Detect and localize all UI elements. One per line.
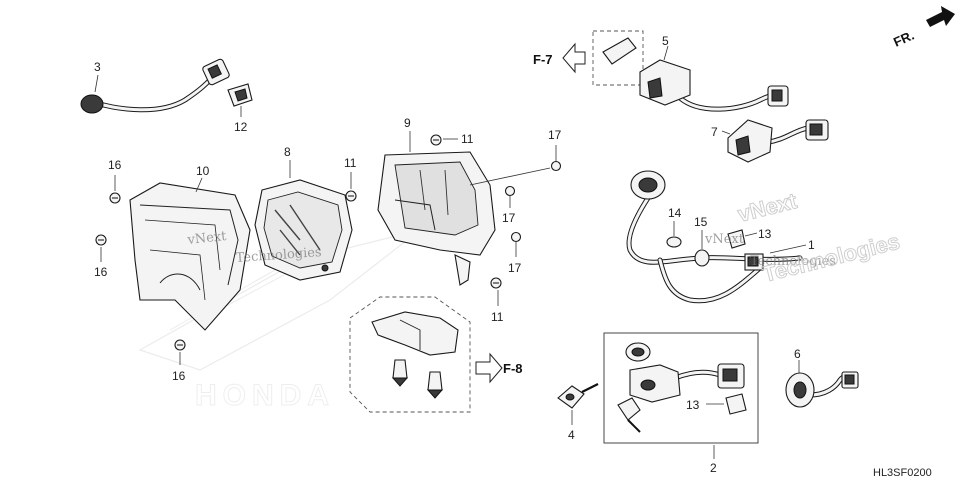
- callout-14: 14: [668, 206, 682, 220]
- callout-16-b: 16: [94, 265, 108, 279]
- watermark-right-2: Technologies: [750, 254, 836, 269]
- f7-group: [592, 30, 644, 86]
- screw-17-a: [550, 160, 562, 172]
- screw-16-a: [109, 192, 121, 204]
- callout-11-b: 11: [461, 132, 474, 146]
- watermark-right-1: vNext: [704, 232, 745, 247]
- screw-16-c: [174, 339, 186, 351]
- front-indicator: FR.: [891, 28, 916, 50]
- screw-11-a: [345, 190, 357, 202]
- f8-group: [349, 296, 471, 413]
- part-8-meter-display: [254, 179, 353, 281]
- part-2-ignition-set: [603, 332, 759, 444]
- arrow-f7[interactable]: [562, 42, 586, 74]
- screw-17-b: [504, 185, 516, 197]
- part-3-sensor: [80, 58, 230, 114]
- screw-11-c: [490, 277, 502, 289]
- watermark-right-big-2: Technologies: [760, 229, 902, 287]
- watermark-right-big-1: vNext: [735, 188, 800, 227]
- clip-b: [426, 371, 444, 399]
- callout-15: 15: [694, 215, 708, 229]
- screw-11-b: [430, 134, 442, 146]
- front-arrow: [926, 6, 955, 27]
- part-14-clamp: [666, 236, 682, 248]
- callout-8: 8: [284, 145, 291, 159]
- part-9-meter-case: [377, 151, 496, 286]
- watermark-left-2: Technologies: [235, 245, 322, 266]
- callout-7: 7: [711, 125, 718, 139]
- callout-10: 10: [196, 164, 210, 178]
- callout-11-c: 11: [491, 310, 504, 324]
- callout-9: 9: [404, 116, 411, 130]
- callout-11-a: 11: [344, 156, 357, 170]
- ref-f8[interactable]: F-8: [503, 361, 523, 376]
- callout-17-a: 17: [548, 128, 562, 142]
- part-13-clip-upper: [727, 229, 746, 249]
- callout-3: 3: [94, 60, 101, 74]
- watermark-left-1: vNext: [186, 229, 228, 248]
- honda-logo-watermark: HONDA: [138, 229, 421, 413]
- clip-a: [391, 359, 409, 387]
- part-4-key: [557, 383, 599, 409]
- screw-16-b: [95, 234, 107, 246]
- logo-text: HONDA: [195, 379, 335, 412]
- part-5-switch: [639, 59, 789, 112]
- callout-5: 5: [662, 34, 669, 48]
- part-7-switch: [727, 119, 829, 163]
- ref-f7[interactable]: F-7: [533, 52, 553, 67]
- drawing-code: HL3SF0200: [873, 467, 932, 479]
- part-10-meter-cover: [129, 182, 251, 331]
- callout-13-a: 13: [758, 227, 772, 241]
- callout-16-c: 16: [172, 369, 186, 383]
- callout-12: 12: [234, 120, 248, 134]
- callout-17-b: 17: [502, 211, 516, 225]
- callout-13-b: 13: [686, 398, 700, 412]
- callout-1: 1: [808, 238, 815, 252]
- part-13-clip-lower: [725, 393, 747, 415]
- callout-16-a: 16: [108, 158, 122, 172]
- arrow-f8[interactable]: [475, 352, 503, 384]
- callout-4: 4: [568, 428, 575, 442]
- callout-2: 2: [710, 461, 717, 475]
- part-6-switch: [785, 371, 859, 408]
- part-12-clip: [227, 83, 253, 107]
- part-15-grommet: [694, 249, 710, 267]
- part-1-harness: [626, 170, 803, 304]
- callout-6: 6: [794, 347, 801, 361]
- callout-17-c: 17: [508, 261, 522, 275]
- screw-17-c: [510, 231, 522, 243]
